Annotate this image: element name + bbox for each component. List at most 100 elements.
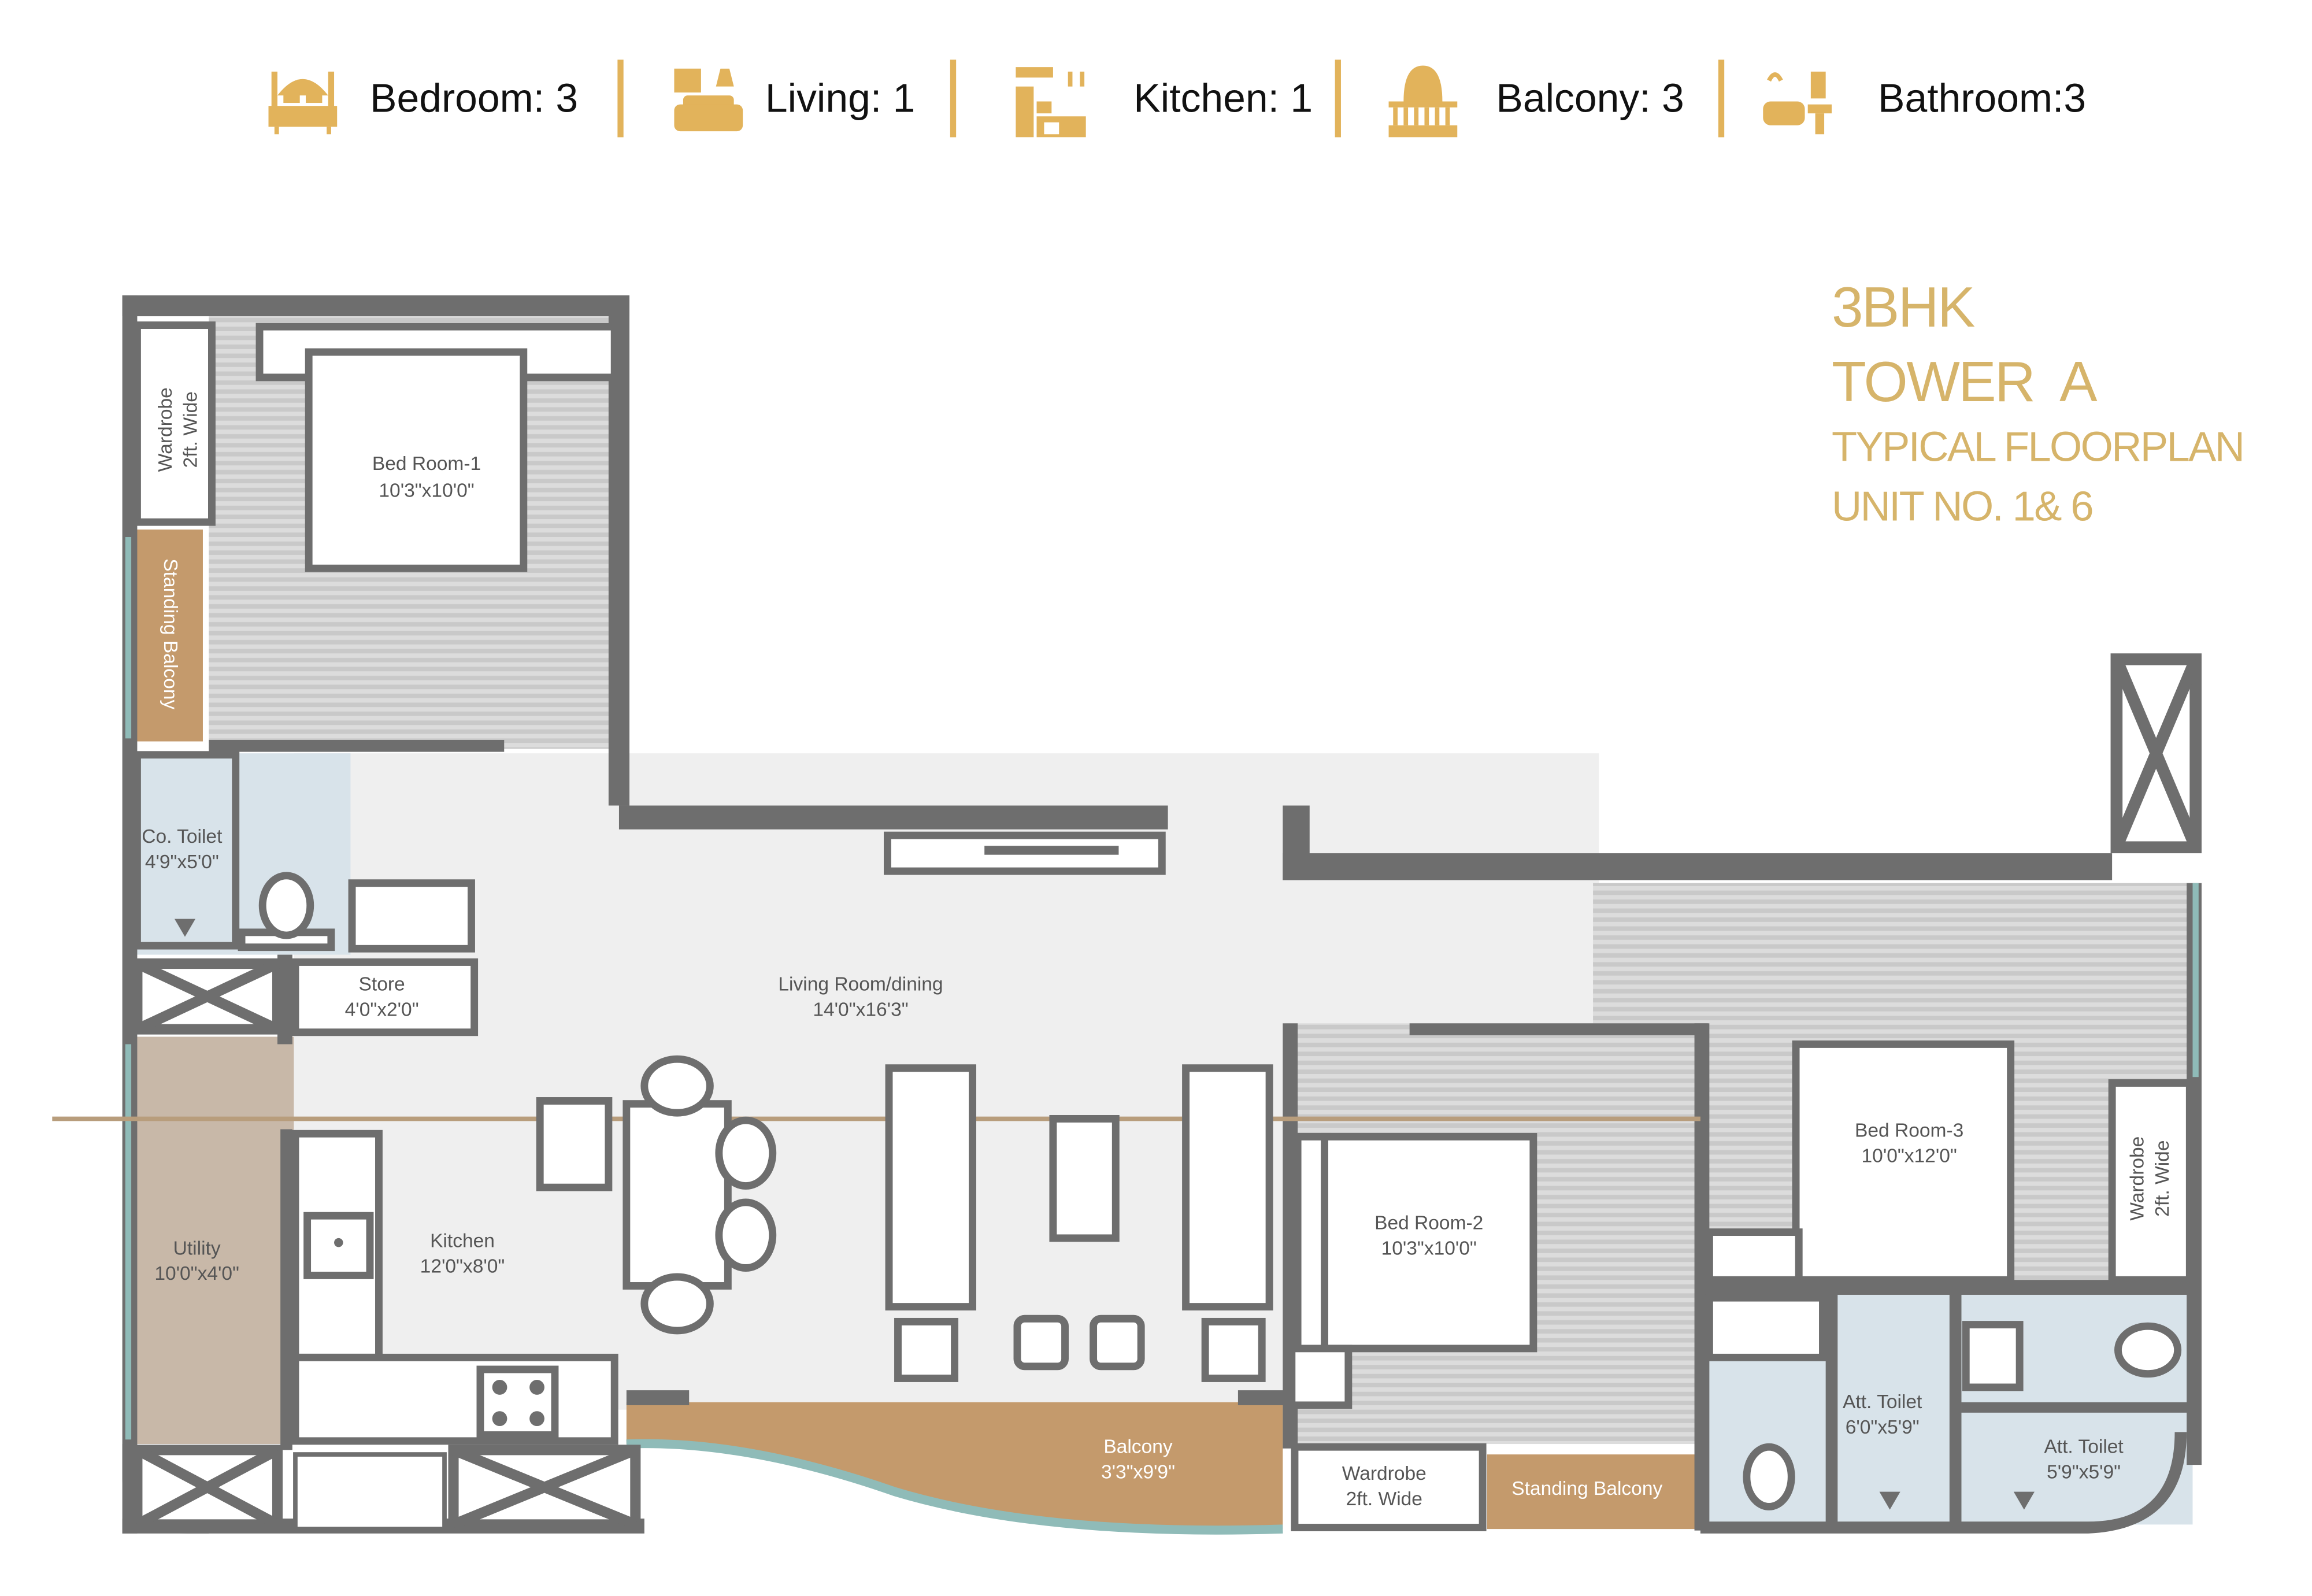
- kitchen-name: Kitchen: [430, 1230, 495, 1251]
- burner-icon: [529, 1411, 544, 1427]
- sofa-left: [885, 1064, 977, 1311]
- unit-type-title: 3BHK: [1831, 277, 1975, 340]
- coffee-table: [1049, 1114, 1120, 1242]
- summary-bedroom: Bedroom: 3: [369, 76, 579, 121]
- dining-chair: [715, 1116, 777, 1190]
- wc-co-toilet: [258, 872, 314, 939]
- wash-basin-toilet2: [1962, 1321, 2024, 1391]
- shower-icon: [2013, 1491, 2035, 1510]
- att-toilet2-size: 5'9"x5'9": [2047, 1461, 2121, 1483]
- duct-shaft: [2110, 653, 2202, 854]
- balcony-icon: [1388, 65, 1458, 138]
- dining-chair: [640, 1055, 714, 1117]
- plan-subtitle: TYPICAL FLOORPLAN: [1831, 423, 2245, 470]
- burner-icon: [492, 1411, 507, 1427]
- side-table-3: [1705, 1228, 1803, 1284]
- ottoman: [1090, 1314, 1145, 1371]
- bedroom2-size: 10'3"x10'0": [1381, 1238, 1477, 1259]
- store-name: Store: [359, 974, 405, 995]
- divider: [617, 60, 624, 138]
- shower-icon: [174, 919, 196, 937]
- bedroom3-name: Bed Room-3: [1855, 1120, 1963, 1141]
- co-toilet-floor: [134, 753, 351, 955]
- wash-basin-store: [348, 879, 475, 953]
- bed-icon: [268, 71, 338, 135]
- utility-floor: [134, 1036, 294, 1445]
- wardrobe-1: [133, 321, 216, 526]
- ottoman: [1201, 1317, 1266, 1382]
- balcony-name: Balcony: [1103, 1436, 1173, 1458]
- window-glass: [2192, 883, 2199, 1077]
- summary-balcony: Balcony: 3: [1496, 76, 1684, 121]
- tv-icon: [984, 846, 1119, 855]
- ottoman: [894, 1317, 959, 1382]
- bedroom1-size: 10'3"x10'0": [379, 480, 474, 501]
- summary-kitchen: Kitchen: 1: [1133, 76, 1313, 121]
- balcony-railing: [626, 1439, 1283, 1535]
- unit-number: UNIT NO. 1& 6: [1831, 483, 2094, 530]
- bed-2: [1321, 1132, 1537, 1353]
- bed-1: [305, 348, 528, 572]
- kitchen-icon: [1016, 67, 1086, 138]
- curved-wall-right: [1700, 1432, 2187, 1534]
- standing-balcony1-floor: [134, 529, 203, 742]
- living-size: 14'0"x16'3": [813, 999, 908, 1020]
- wardrobe-2: [1291, 1443, 1487, 1531]
- utility-cabinet: [293, 1452, 447, 1531]
- standing-balcony2-floor: [1487, 1454, 1698, 1530]
- side-table-2: [1288, 1345, 1353, 1409]
- wardrobe2-size: 2ft. Wide: [1346, 1488, 1422, 1510]
- tower-title: TOWER A: [1831, 352, 2098, 415]
- ottoman: [1013, 1314, 1069, 1371]
- store-cabinet: [291, 958, 479, 1036]
- window-glass: [125, 1044, 132, 1440]
- duct-shaft: [132, 958, 641, 1530]
- co-toilet-name: Co. Toilet: [142, 826, 223, 847]
- wardrobe2-name: Wardrobe: [1342, 1463, 1427, 1484]
- wardrobe-3: [2108, 1079, 2194, 1284]
- standing-balcony1-label: Standing Balcony: [160, 558, 181, 709]
- balcony-floor: [626, 1402, 1283, 1530]
- co-toilet-size: 4'9"x5'0": [145, 851, 219, 873]
- att-toilet1-name: Att. Toilet: [1843, 1391, 1922, 1413]
- burner-icon: [492, 1380, 507, 1395]
- wardrobe3-name: Wardrobe: [2126, 1136, 2148, 1221]
- bedroom3-size: 10'0"x12'0": [1862, 1145, 1957, 1167]
- bed-3: [1792, 1040, 2015, 1284]
- sofa-right: [1182, 1064, 1273, 1311]
- wardrobe1-size: 2ft. Wide: [180, 391, 202, 468]
- dining-chair: [715, 1198, 777, 1272]
- wc-toilet1: [1743, 1443, 1795, 1510]
- sofa-icon: [674, 68, 743, 132]
- shower-icon: [1879, 1491, 1900, 1510]
- side-table: [536, 1097, 613, 1191]
- window-glass: [125, 537, 132, 739]
- utility-size: 10'0"x4'0": [154, 1263, 239, 1284]
- summary-living: Living: 1: [765, 76, 916, 121]
- drain-icon: [334, 1238, 343, 1247]
- standing-balcony2-label: Standing Balcony: [1511, 1478, 1662, 1499]
- wardrobe3-size: 2ft. Wide: [2152, 1140, 2173, 1217]
- wash-basin-toilet1: [1705, 1294, 1826, 1361]
- kitchen-counter: [291, 1353, 618, 1445]
- divider: [1335, 60, 1341, 138]
- balcony-size: 3'3"x9'9": [1101, 1461, 1175, 1483]
- bathroom-icon: [1763, 71, 1832, 135]
- kitchen-size: 12'0"x8'0": [420, 1256, 505, 1277]
- divider: [950, 60, 957, 138]
- cooktop: [476, 1365, 559, 1439]
- summary-bathroom: Bathroom:3: [1877, 76, 2087, 121]
- wardrobe1-name: Wardrobe: [155, 387, 176, 472]
- store-size: 4'0"x2'0": [345, 999, 419, 1020]
- dining-table: [623, 1100, 732, 1290]
- wc-toilet2: [2114, 1322, 2182, 1378]
- burner-icon: [529, 1380, 544, 1395]
- bedroom2-name: Bed Room-2: [1374, 1212, 1483, 1234]
- shower-area: [133, 751, 240, 950]
- att-toilet2-name: Att. Toilet: [2044, 1436, 2124, 1458]
- divider: [1718, 60, 1725, 138]
- living-name: Living Room/dining: [778, 974, 943, 995]
- dining-chair: [640, 1273, 714, 1335]
